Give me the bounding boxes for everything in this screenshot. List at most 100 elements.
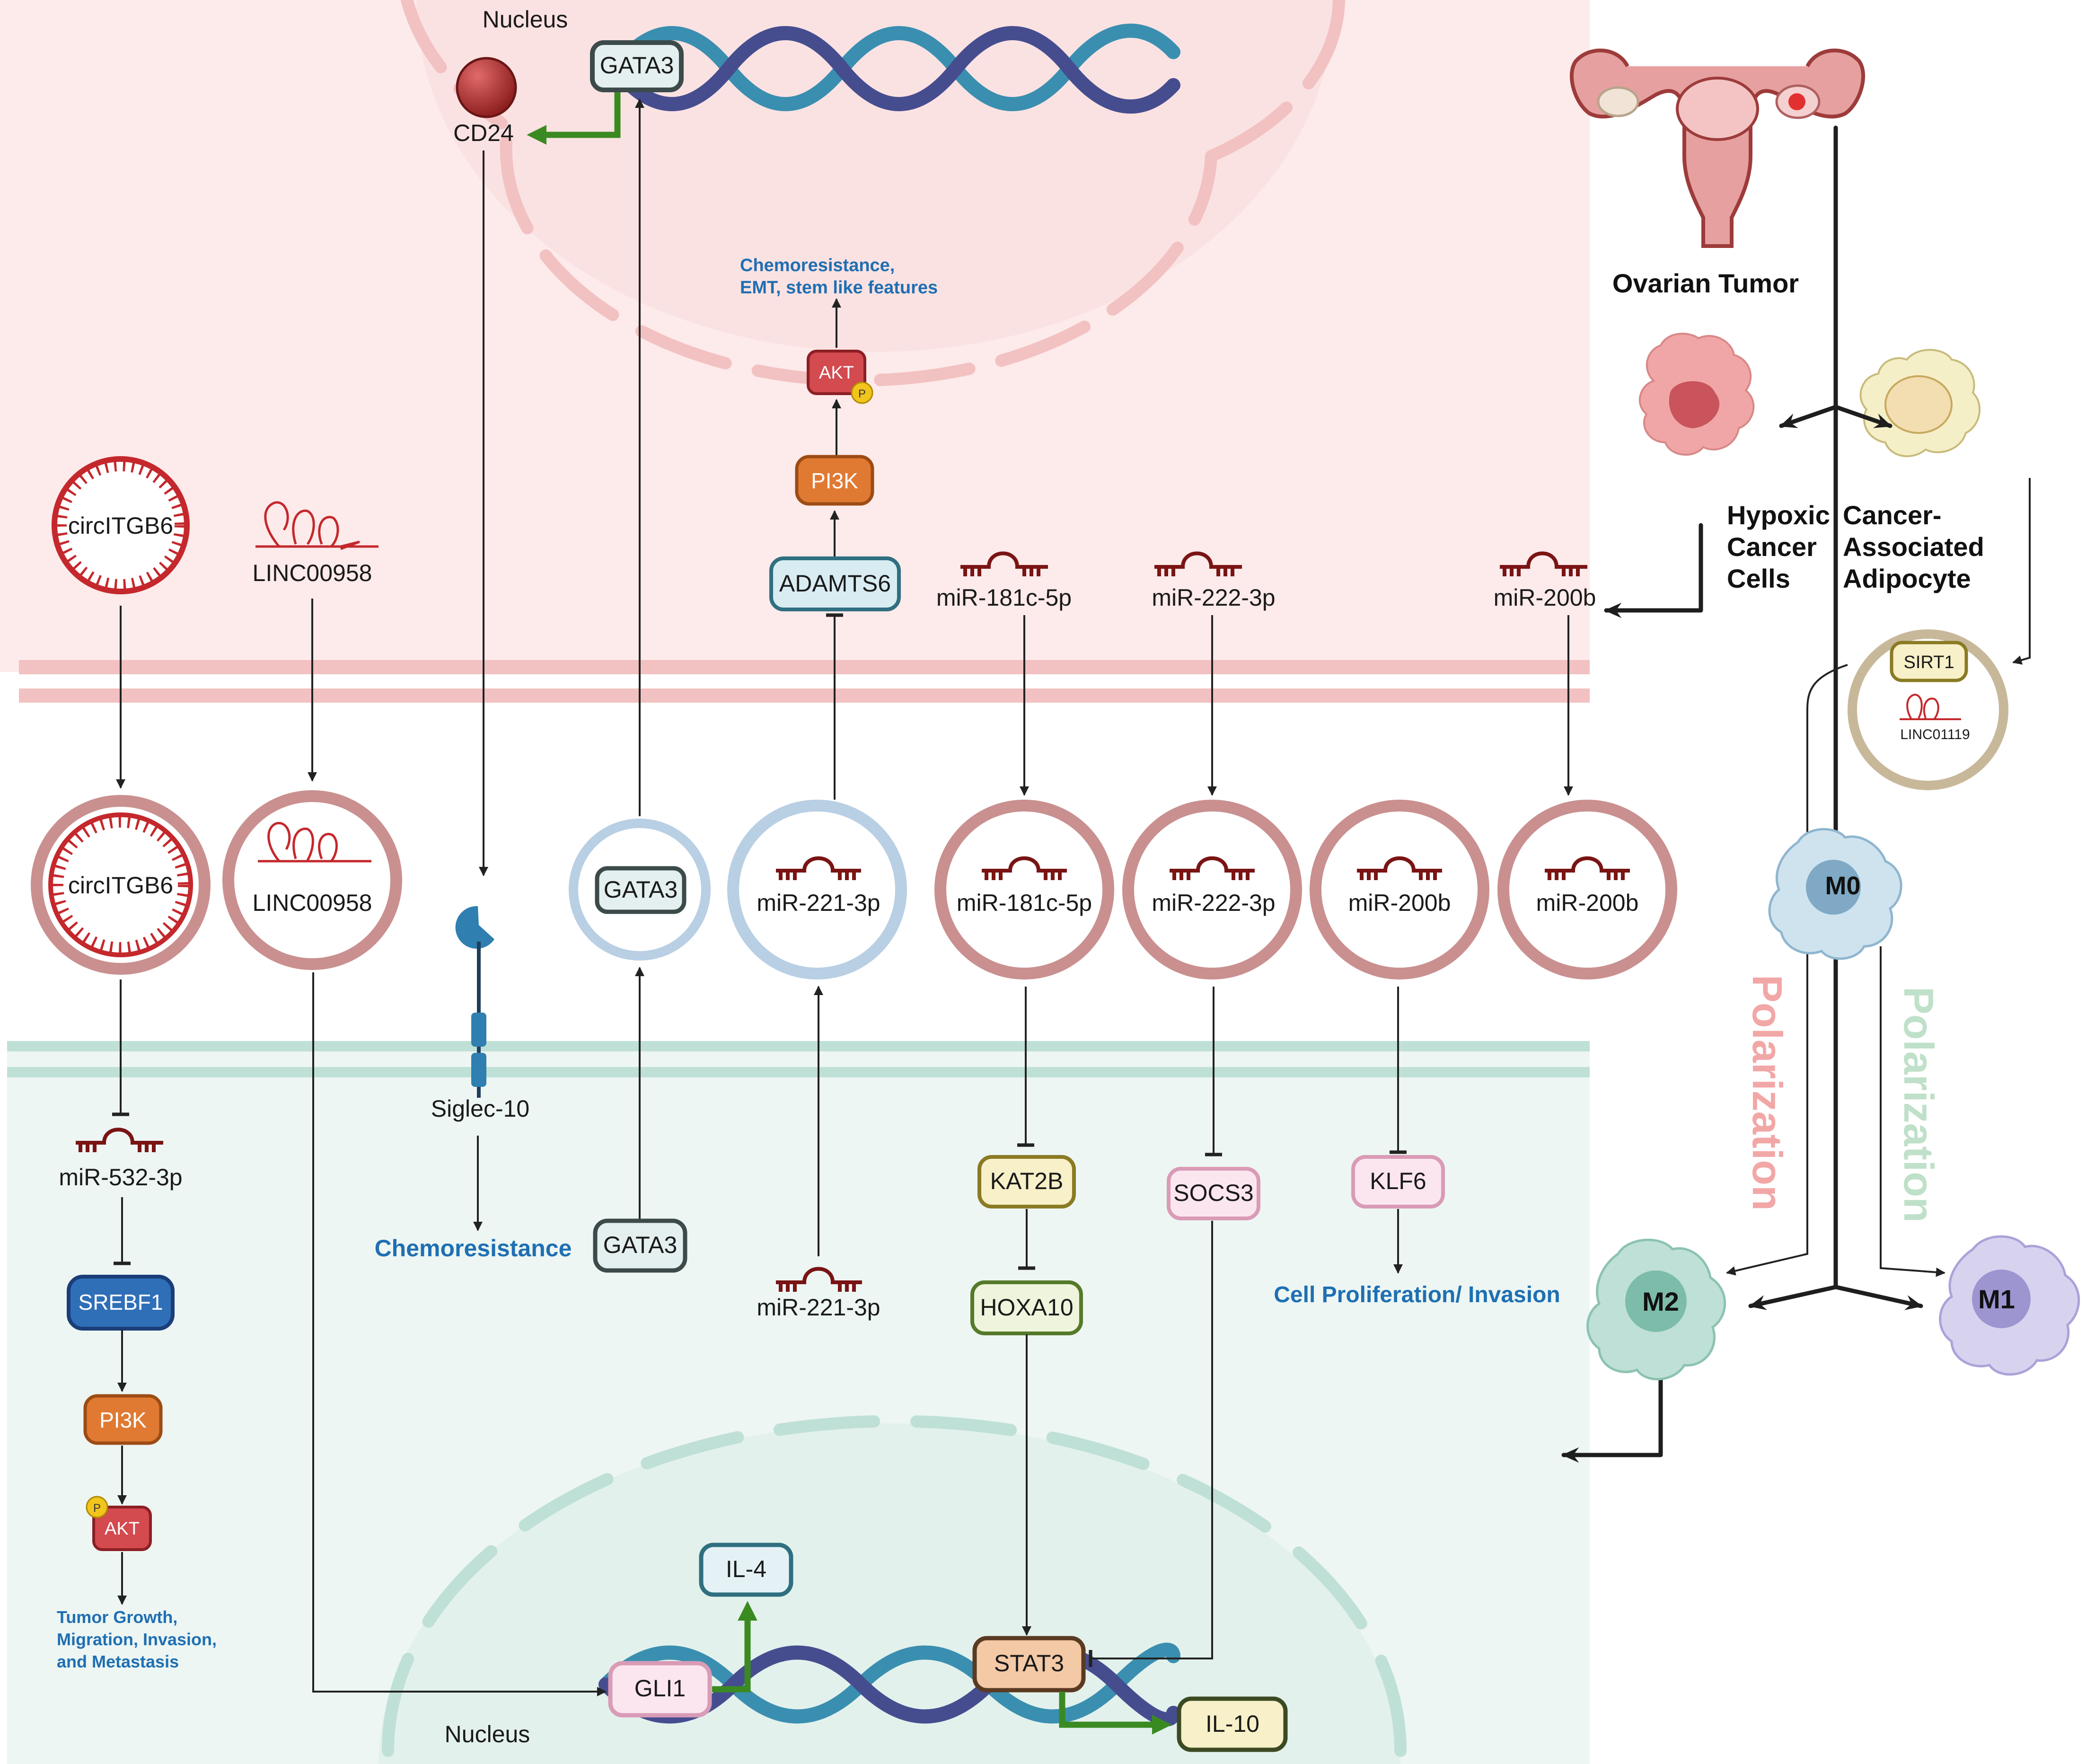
hypoxic-cell-icon [1638,333,1755,456]
hypoxic-line1: Hypoxic [1727,500,1830,530]
siglec10-label: Siglec-10 [431,1095,529,1122]
akt-top-label: AKT [819,363,854,383]
stat3-label: STAT3 [994,1650,1064,1676]
socs3-inhibits-stat3 [1089,1221,1213,1667]
mir222-top-icon [1154,551,1242,576]
tumor-line3: and Metastasis [57,1652,179,1671]
circitgb6-top-label: circITGB6 [68,512,173,539]
srebf1-label: SREBF1 [79,1290,163,1314]
m1-macrophage[interactable]: M1 [1939,1235,2080,1376]
il4-label: IL-4 [726,1556,766,1582]
klf6-box[interactable]: KLF6 [1351,1155,1445,1208]
phospho-bottom-label: P [93,1502,101,1515]
il4-box[interactable]: IL-4 [699,1543,793,1597]
mir181-vesicle-label: miR-181c-5p [957,890,1092,916]
gata3-vesicle[interactable]: GATA3 [569,819,711,961]
cell-prolif-label: Cell Proliferation/ Invasion [1274,1282,1560,1307]
circitgb6-vesicle[interactable]: circITGB6 [31,795,211,975]
socs3-box[interactable]: SOCS3 [1167,1167,1260,1220]
mir200b-vesicle-b[interactable]: miR-200b [1497,800,1677,979]
mir532-icon [76,1128,163,1152]
chemo-emt-line2: EMT, stem like features [740,278,938,298]
kat2b-box[interactable]: KAT2B [977,1155,1076,1208]
gata3-macro-box[interactable]: GATA3 [593,1218,687,1273]
siglec10-receptor [455,906,494,1098]
mir222-vesicle[interactable]: miR-222-3p [1122,800,1302,979]
pi3k-bottom-box[interactable]: PI3K [83,1394,163,1445]
top-connectors [116,98,1573,876]
tumor-line2: Migration, Invasion, [57,1630,217,1649]
adipocyte-icon [1859,349,1981,458]
right-panel-arrows [1561,125,2031,1463]
hoxa10-box[interactable]: HOXA10 [970,1280,1083,1335]
stat3-box[interactable]: STAT3 [972,1636,1086,1693]
chemoresistance-label: Chemoresistance [375,1235,572,1261]
hoxa10-label: HOXA10 [980,1294,1073,1321]
linc01119-label: LINC01119 [1900,727,1970,742]
adamts6-box[interactable]: ADAMTS6 [769,556,901,611]
gata3-top-box[interactable]: GATA3 [590,40,684,92]
mir532-label: miR-532-3p [59,1164,182,1191]
gata3-macro-label: GATA3 [603,1232,678,1258]
m2-macrophage[interactable]: M2 [1586,1238,1726,1381]
mir222-vesicle-label: miR-222-3p [1152,890,1275,916]
srebf1-box[interactable]: SREBF1 [67,1275,175,1331]
gata3-to-cd24-arrow [527,92,621,145]
polarization-m2-label: Polarization [1744,975,1791,1211]
m1-label: M1 [1978,1284,2015,1314]
polarization-m1-label: Polarization [1895,987,1942,1223]
linc00958-top-icon [255,501,378,550]
klf6-label: KLF6 [1370,1168,1426,1194]
cd24-ball [456,57,517,118]
nucleus-label-bottom: Nucleus [445,1721,530,1747]
akt-bottom-box[interactable]: AKT P [86,1496,152,1551]
mir221-vesicle-label: miR-221-3p [757,890,880,916]
il10-label: IL-10 [1206,1711,1259,1737]
mir181-top-label: miR-181c-5p [936,584,1072,611]
cd24-label: CD24 [453,120,514,146]
mir181-top-icon [960,551,1048,576]
linc00958-vesicle[interactable]: LINC00958 [222,790,402,970]
linc00958-top-label: LINC00958 [253,560,372,586]
m0-label: M0 [1825,872,1860,900]
adipocyte-exosome[interactable]: SIRT1 LINC01119 [1848,629,2008,790]
mir221-vesicle[interactable]: miR-221-3p [727,800,907,979]
mir200b-top-icon [1500,551,1587,576]
nucleus-label-top: Nucleus [483,6,568,33]
pi3k-top-label: PI3K [811,468,858,493]
gli1-box[interactable]: GLI1 [608,1661,712,1718]
pi3k-bottom-label: PI3K [99,1408,147,1432]
phospho-bottom-icon [86,1496,108,1518]
gli1-to-il4-arrow [712,1601,757,1693]
pi3k-top-box[interactable]: PI3K [795,455,874,506]
mir200b-vesicle-a-label: miR-200b [1348,890,1451,916]
dna-helix-top [608,23,1180,114]
gli1-label: GLI1 [634,1675,686,1702]
hypoxic-line2: Cancer [1727,532,1817,562]
gata3-top-label: GATA3 [600,52,674,79]
phospho-top-label: P [858,388,866,400]
stat3-to-il10-arrow [1059,1692,1172,1735]
chemo-emt-line1: Chemoresistance, [740,256,895,275]
circitgb6-top-circle: circITGB6 [52,456,190,594]
m2-label: M2 [1642,1287,1679,1316]
mir200b-vesicle-a[interactable]: miR-200b [1310,800,1489,979]
sirt1-label: SIRT1 [1903,653,1954,672]
hypoxic-line3: Cells [1727,564,1790,593]
circitgb6-vesicle-label: circITGB6 [68,872,173,899]
il10-box[interactable]: IL-10 [1177,1696,1288,1752]
mir222-top-label: miR-222-3p [1152,584,1275,611]
gata3-vesicle-label: GATA3 [604,876,678,903]
macrophage-region [7,1041,1590,1764]
linc00958-vesicle-label: LINC00958 [253,890,372,916]
adamts6-label: ADAMTS6 [779,570,891,597]
akt-top-box[interactable]: AKT P [807,350,873,404]
adipocyte-line3: Adipocyte [1843,564,1971,593]
socs3-label: SOCS3 [1173,1180,1254,1206]
kat2b-label: KAT2B [990,1168,1064,1194]
mir200b-top-label: miR-200b [1494,584,1596,611]
ovarian-tumor-label: Ovarian Tumor [1612,268,1799,298]
m0-macrophage[interactable]: M0 [1768,828,1902,960]
mir181-vesicle[interactable]: miR-181c-5p [934,800,1114,979]
